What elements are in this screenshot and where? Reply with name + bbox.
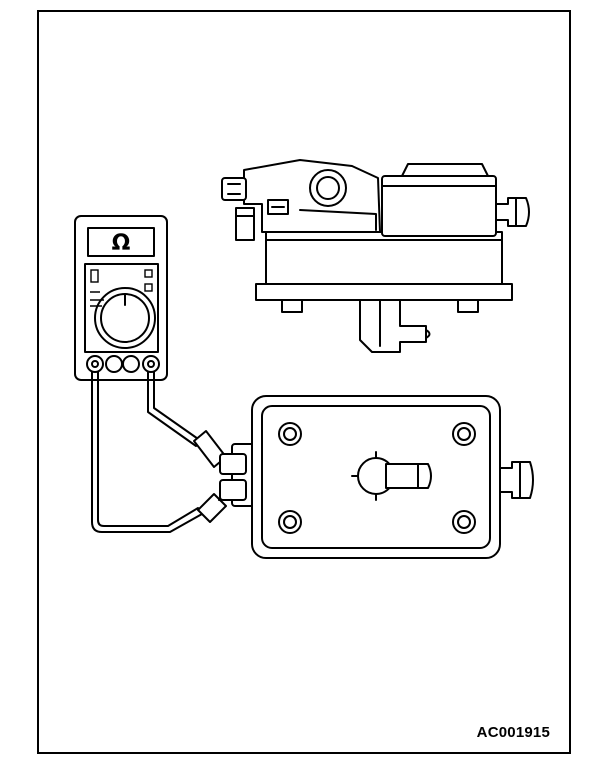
solenoid-valve-side-view — [221, 159, 530, 353]
solenoid-valve-top-view — [219, 395, 534, 559]
figure-frame — [37, 10, 571, 754]
test-leads — [91, 371, 237, 533]
figure-code: AC001915 — [476, 724, 550, 741]
ohm-symbol: Ω — [112, 231, 131, 256]
multimeter-icon: Ω — [74, 215, 168, 381]
